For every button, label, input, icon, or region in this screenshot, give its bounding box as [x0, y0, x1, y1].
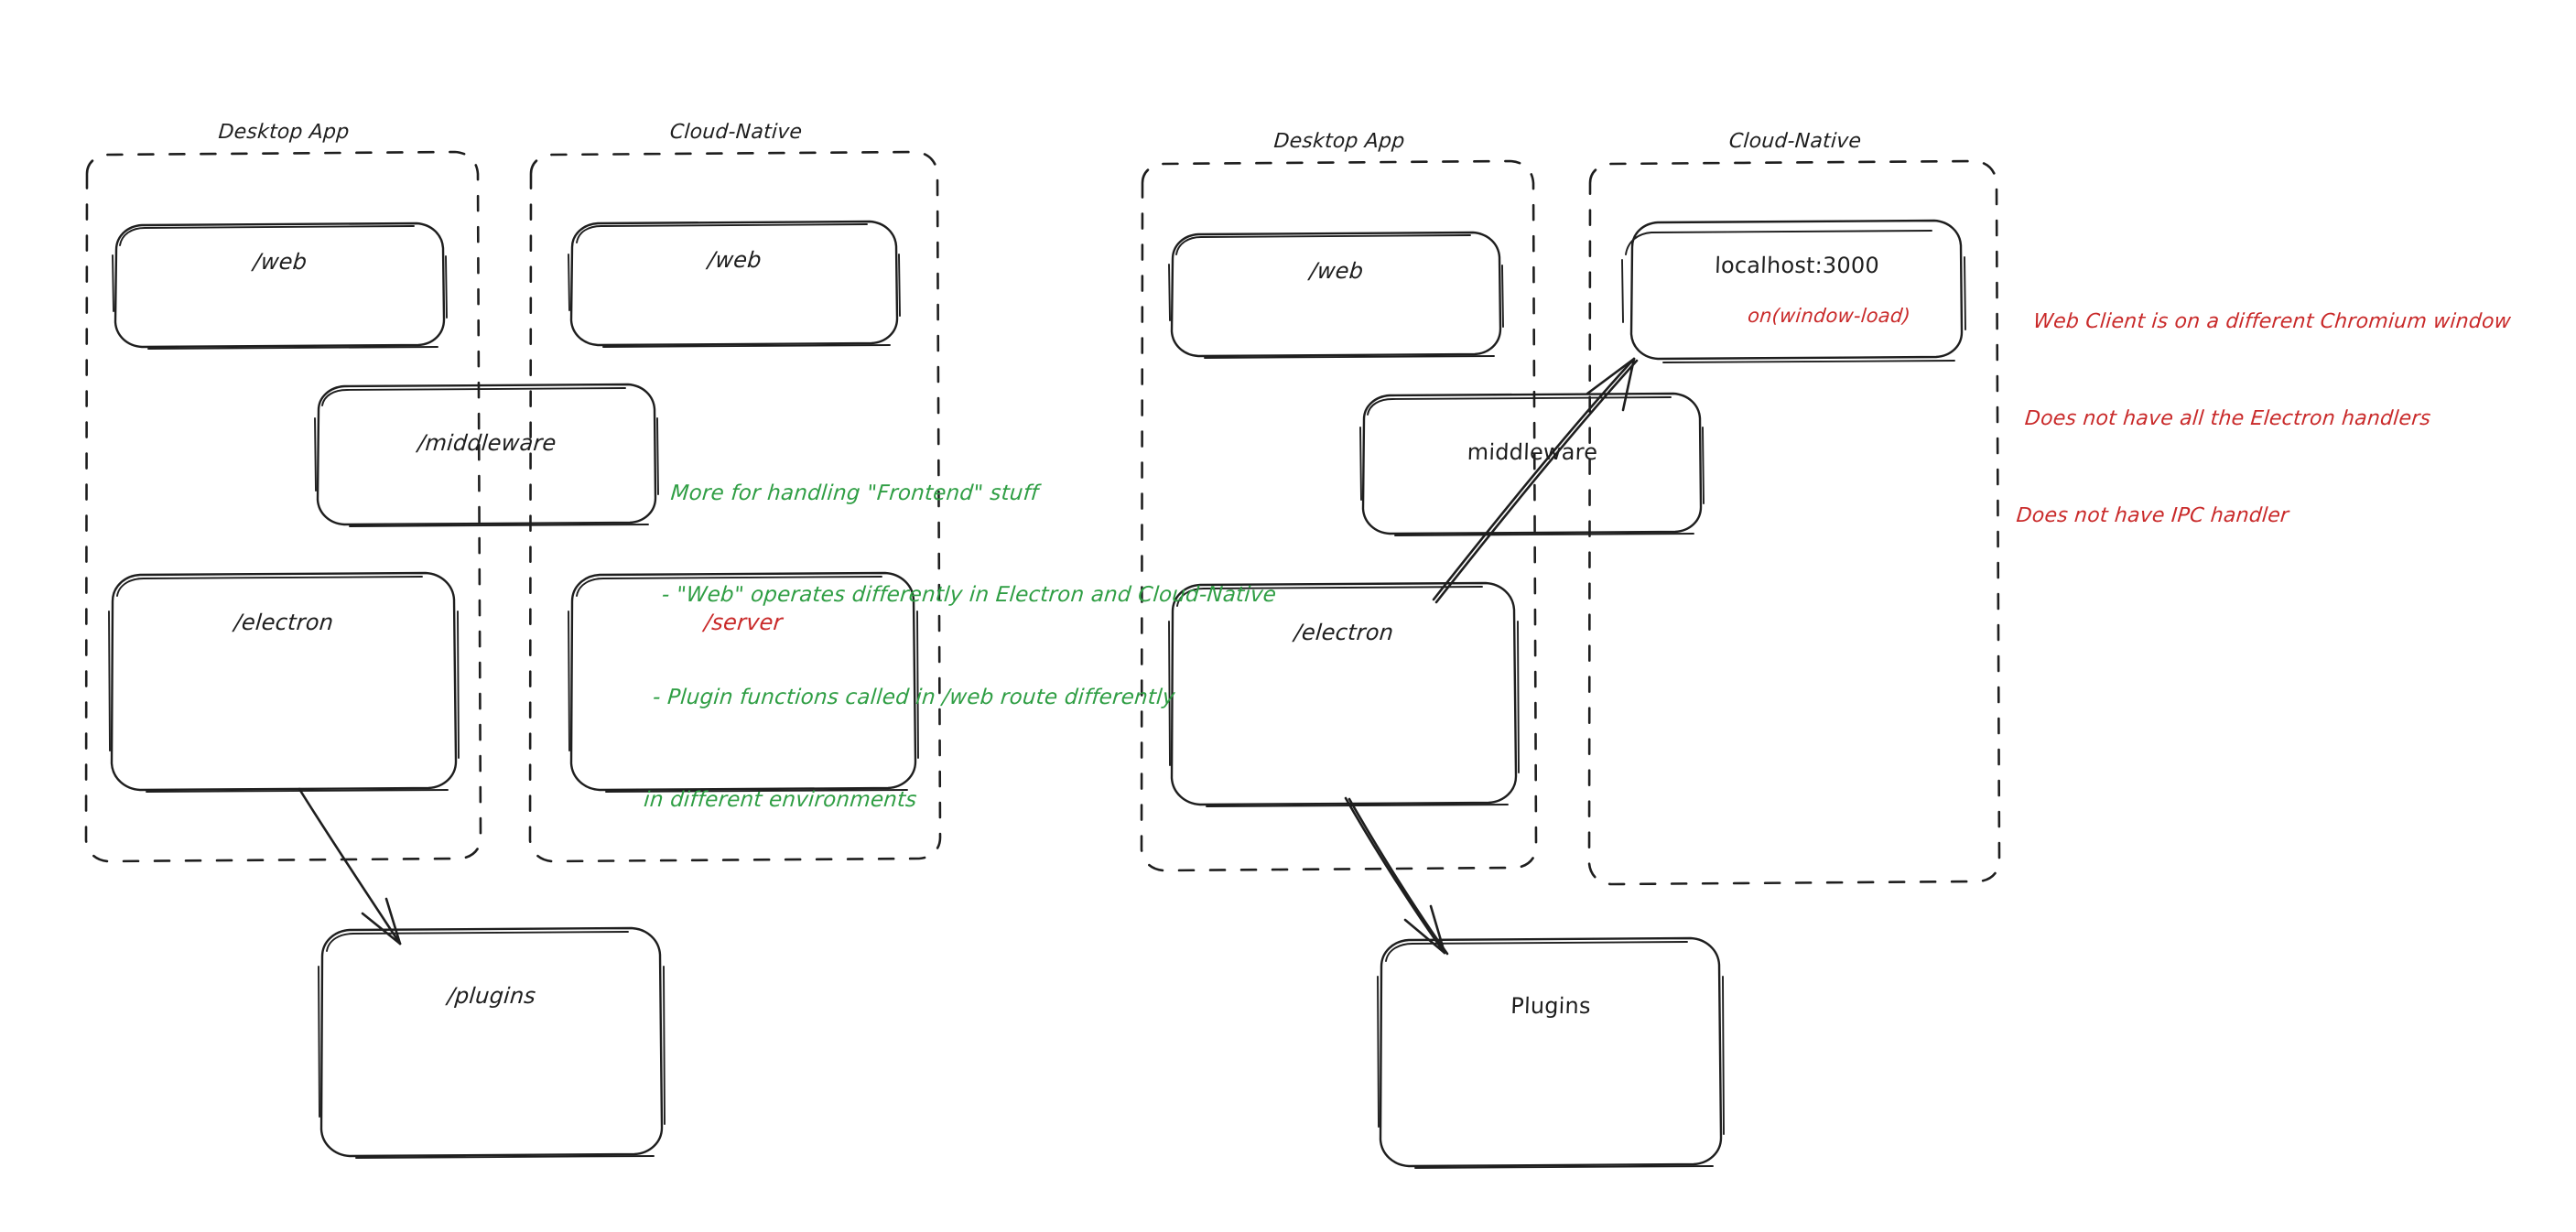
arrow-right-electron-to-plugins: [1344, 796, 1449, 956]
group-label-right-cloud-native: Cloud-Native: [1727, 130, 1863, 153]
node-left-server[interactable]: [568, 571, 919, 793]
node-sublabel-right-localhost-onwindowload: on(window-load): [1747, 305, 1911, 327]
arrow-left-electron-to-plugins: [298, 787, 402, 946]
node-label-left-web-cloud: /web: [707, 247, 763, 273]
right-desktop-app-container: [1140, 159, 1538, 872]
node-left-electron[interactable]: [108, 571, 460, 793]
node-label-left-electron: /electron: [233, 610, 335, 635]
node-label-right-plugins: Plugins: [1510, 993, 1592, 1019]
left-cloud-native-container: [528, 150, 942, 863]
left-desktop-app-container: [84, 150, 482, 863]
node-left-web-cloud[interactable]: [568, 220, 901, 348]
annotation-red-note: Web Client is on a different Chromium wi…: [2009, 242, 2576, 596]
group-label-left-desktop-app: Desktop App: [217, 121, 351, 144]
annotation-red-line-3: Does not have IPC handler: [2015, 503, 2290, 527]
node-label-right-web-desktop: /web: [1308, 258, 1365, 284]
node-right-localhost[interactable]: [1621, 219, 1966, 363]
node-right-web-desktop[interactable]: [1168, 231, 1504, 359]
node-right-plugins[interactable]: [1377, 936, 1725, 1169]
node-label-right-electron: /electron: [1293, 620, 1395, 645]
node-label-right-localhost: localhost:3000: [1714, 253, 1880, 278]
node-left-middleware[interactable]: [314, 383, 659, 527]
group-label-left-cloud-native: Cloud-Native: [668, 121, 804, 144]
node-left-plugins[interactable]: [318, 926, 666, 1159]
node-right-middleware[interactable]: [1359, 392, 1705, 536]
node-label-left-middleware: /middleware: [417, 430, 557, 456]
node-label-right-middleware: middleware: [1467, 439, 1598, 465]
node-label-left-plugins: /plugins: [446, 983, 537, 1009]
annotation-red-line-2: Does not have all the Electron handlers: [2023, 406, 2432, 430]
node-label-left-web-desktop: /web: [252, 249, 308, 275]
arrow-right-electron-to-localhost: [1432, 357, 1639, 604]
node-right-electron[interactable]: [1168, 581, 1520, 807]
annotation-green-line-1: More for handling "Frontend" stuff: [669, 481, 1040, 505]
annotation-green-line-2: - "Web" operates differently in Electron…: [660, 583, 1278, 608]
annotation-red-line-1: Web Client is on a different Chromium wi…: [2032, 310, 2512, 334]
node-left-web-desktop[interactable]: [112, 222, 448, 350]
annotation-green-line-4: in different environments: [643, 787, 918, 812]
group-label-right-desktop-app: Desktop App: [1272, 130, 1406, 153]
annotation-green-line-3: - Plugin functions called in /web route …: [652, 686, 1176, 709]
